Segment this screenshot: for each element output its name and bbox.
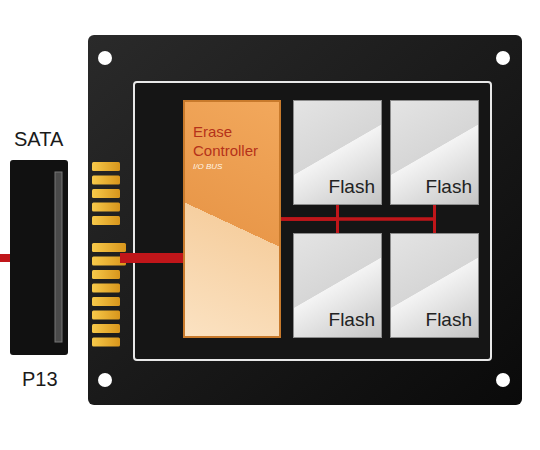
bus-line bbox=[281, 205, 338, 219]
screw-hole bbox=[496, 373, 510, 387]
pin bbox=[92, 216, 120, 225]
pin bbox=[92, 243, 126, 252]
chip-label: Flash bbox=[426, 309, 472, 331]
flash-chip: Flash bbox=[293, 100, 382, 205]
sata-link bbox=[120, 253, 186, 263]
pin bbox=[92, 203, 120, 212]
pin bbox=[92, 311, 120, 320]
chip-label: Flash bbox=[329, 309, 375, 331]
pin bbox=[92, 189, 120, 198]
screw-hole bbox=[98, 373, 112, 387]
bus-line bbox=[281, 219, 435, 233]
pin bbox=[92, 338, 120, 347]
bus-line bbox=[281, 205, 435, 219]
bus-line bbox=[281, 219, 338, 233]
flash-chip: Flash bbox=[390, 233, 479, 338]
sata-plug bbox=[10, 160, 68, 355]
connector-name: SATA bbox=[14, 128, 63, 151]
board-outline bbox=[134, 82, 491, 360]
flash-chip: Flash bbox=[390, 100, 479, 205]
controller-chip: Erase ControllerI/O BUS bbox=[183, 100, 281, 338]
plug-slot bbox=[55, 172, 62, 342]
screw-hole bbox=[98, 51, 112, 65]
screw-hole bbox=[496, 51, 510, 65]
bus-label: I/O BUS bbox=[193, 162, 222, 171]
pin bbox=[92, 162, 120, 171]
chip-label: Flash bbox=[426, 176, 472, 198]
chip-label: Erase Controller bbox=[193, 122, 281, 160]
pin bbox=[92, 324, 120, 333]
flash-chip: Flash bbox=[293, 233, 382, 338]
pin bbox=[92, 284, 120, 293]
ssd-housing bbox=[88, 35, 522, 405]
pin bbox=[92, 176, 120, 185]
connector-number: P13 bbox=[22, 368, 58, 391]
pin bbox=[92, 270, 120, 279]
pin bbox=[92, 297, 120, 306]
chip-label: Flash bbox=[329, 176, 375, 198]
